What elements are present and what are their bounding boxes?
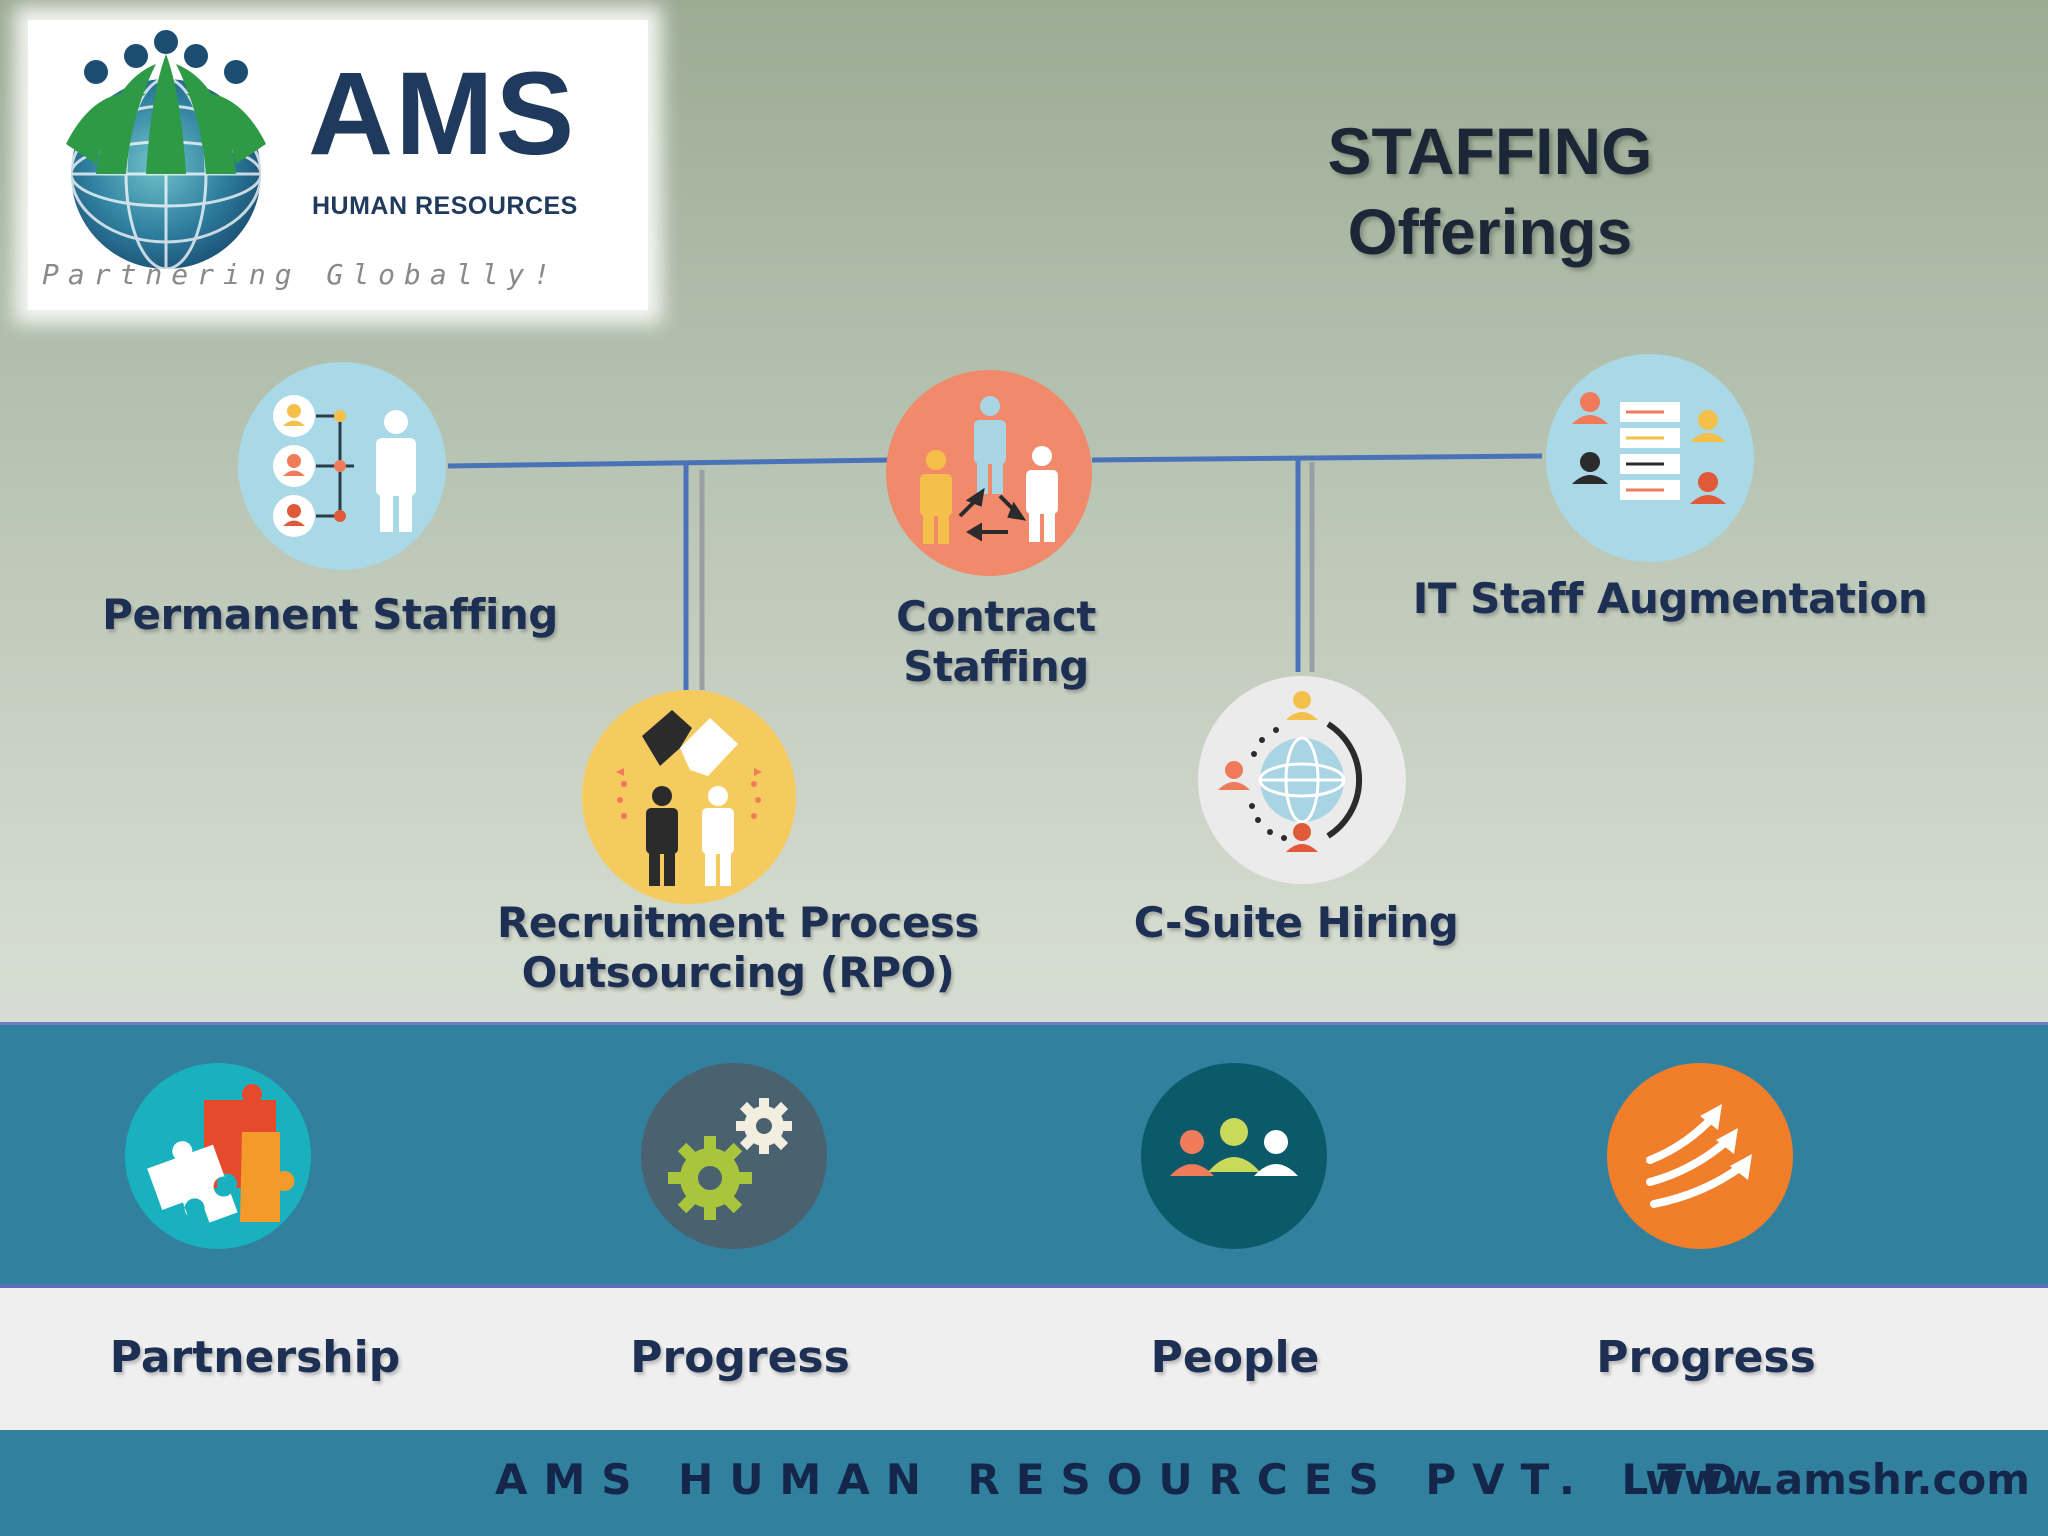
brand-subtitle: HUMAN RESOURCES bbox=[312, 192, 578, 220]
value-label: Progress bbox=[630, 1332, 850, 1383]
offering-contract-staffing: Contract Staffing bbox=[896, 592, 1096, 692]
offering-it-staff-augmentation: IT Staff Augmentation bbox=[1412, 574, 1928, 623]
org-hierarchy-icon bbox=[238, 362, 446, 570]
staff-list-icon bbox=[1546, 354, 1754, 562]
logo-panel bbox=[28, 20, 648, 310]
growth-arrows-icon bbox=[1607, 1063, 1793, 1249]
group-icon bbox=[1141, 1063, 1327, 1249]
globe-logo-icon bbox=[66, 30, 266, 271]
footer-company: AMS HUMAN RESOURCES PVT. LTD. bbox=[495, 1455, 1785, 1504]
globe-network-icon bbox=[1198, 676, 1406, 884]
offering-permanent-staffing: Permanent Staffing bbox=[102, 590, 558, 639]
footer-website-link[interactable]: www.amshr.com bbox=[1645, 1455, 2030, 1504]
value-label: Partnership bbox=[109, 1332, 401, 1383]
offering-c-suite-hiring: C-Suite Hiring bbox=[1133, 898, 1459, 947]
page-subtitle: Offerings bbox=[1347, 196, 1633, 268]
handshake-icon bbox=[582, 690, 796, 904]
puzzle-icon bbox=[125, 1063, 311, 1249]
team-cycle-icon bbox=[886, 370, 1092, 576]
page-title: STAFFING bbox=[1327, 114, 1653, 188]
brand-name: AMS bbox=[308, 48, 577, 180]
value-label: Progress bbox=[1596, 1332, 1816, 1383]
value-label: People bbox=[1150, 1332, 1320, 1383]
footer-band bbox=[0, 1430, 2048, 1536]
gears-icon bbox=[641, 1063, 827, 1249]
offering-rpo: Recruitment Process Outsourcing (RPO) bbox=[497, 898, 979, 998]
values-label-band bbox=[0, 1284, 2048, 1434]
brand-tagline: Partnering Globally! bbox=[42, 258, 560, 291]
